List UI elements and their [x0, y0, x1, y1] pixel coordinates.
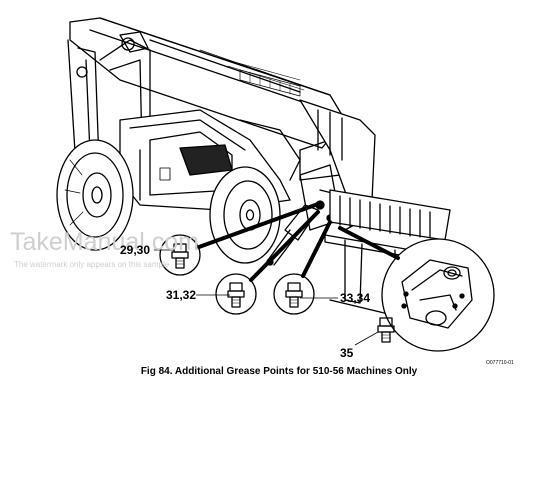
- grease-fitting-icon: [171, 243, 189, 269]
- figure-code: O077710-01: [486, 360, 514, 366]
- figure-caption: Fig 84. Additional Grease Points for 510…: [140, 366, 418, 377]
- fitting-circle: [215, 273, 257, 315]
- grease-fitting-icon: [227, 282, 245, 308]
- grease-fitting-icon: [285, 282, 303, 308]
- watermark-title: TakeManual.com: [10, 228, 199, 256]
- callout-33-34: 33,34: [340, 291, 370, 305]
- leader-lines: [197, 202, 400, 282]
- callout-29-30: 29,30: [120, 243, 150, 257]
- fitting-circle: [273, 273, 315, 315]
- grease-fitting-icon: [377, 317, 395, 343]
- callout-35: 35: [340, 346, 354, 360]
- front-wheel: [56, 139, 134, 251]
- detail-view: [381, 238, 495, 352]
- rear-wheel: [209, 166, 281, 264]
- callout-lines: [154, 249, 379, 346]
- callout-31-32: 31,32: [166, 288, 196, 302]
- fitting-circle: [159, 234, 201, 276]
- watermark-note: The watermark only appears on this sampl…: [14, 260, 170, 269]
